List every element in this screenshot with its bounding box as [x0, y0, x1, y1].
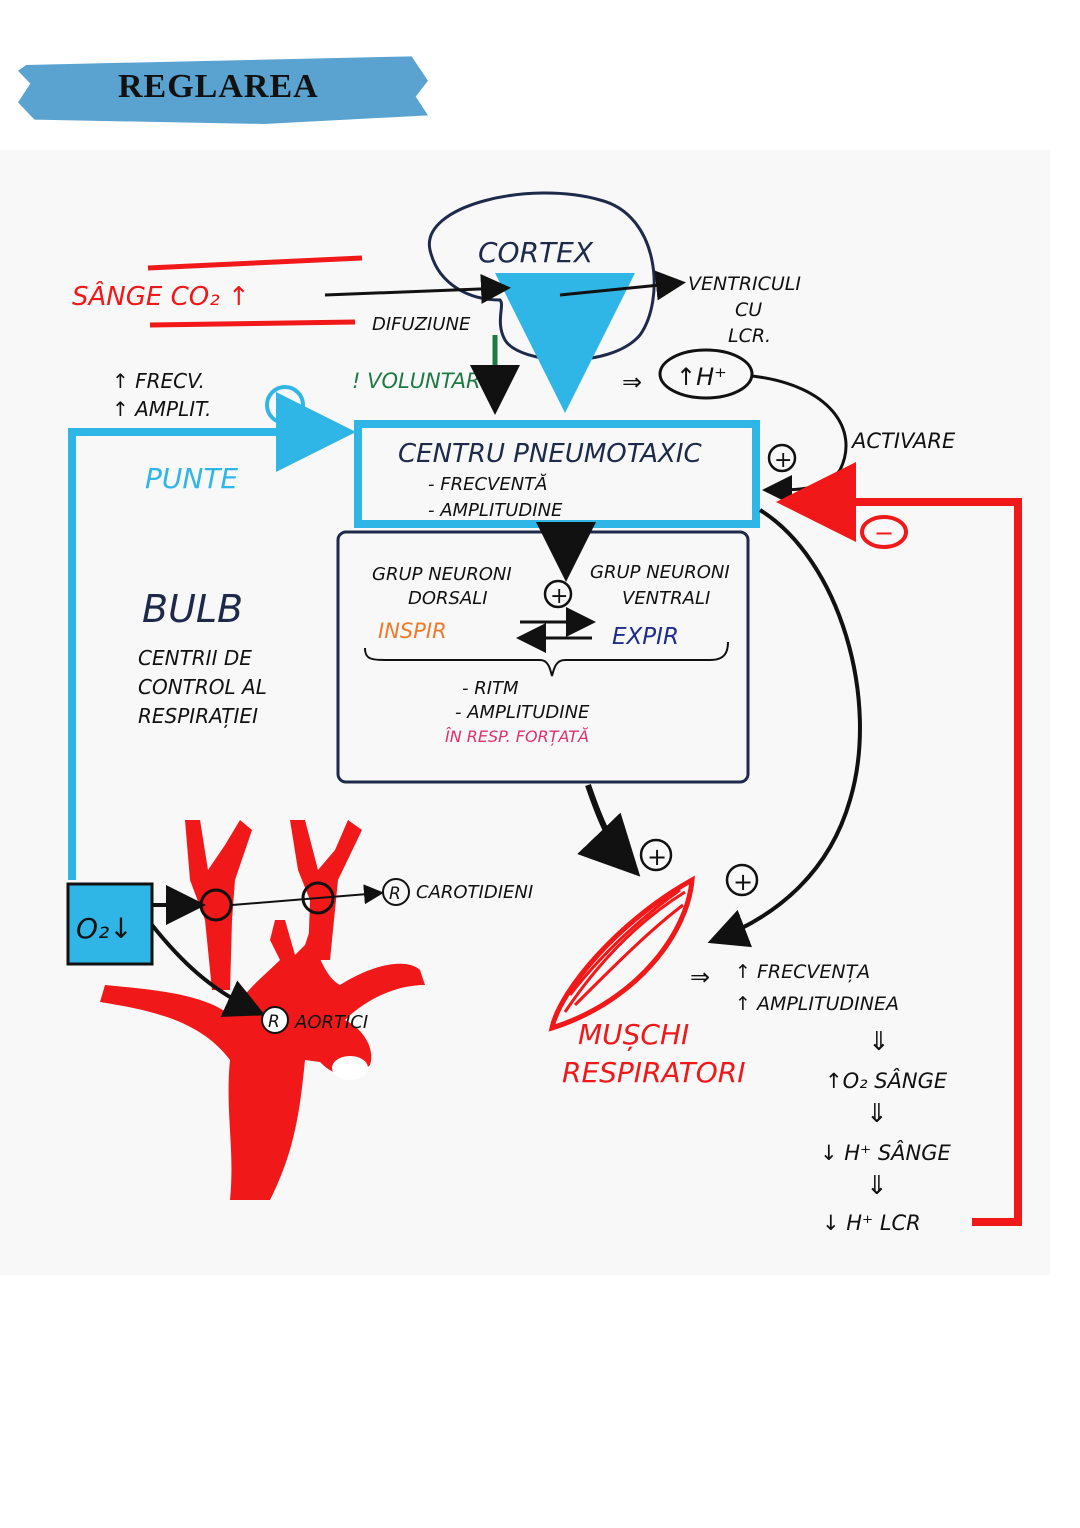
ventriculi-label-1: VENTRICULI	[688, 273, 801, 295]
plus-icon-muscle-2	[725, 863, 759, 897]
receptor-icon-aortic-text: R	[268, 1012, 280, 1032]
out-arrow-symbol: ⇒	[690, 963, 710, 991]
resp-fortata-label: ÎN RESP. FORȚATĂ	[445, 727, 589, 746]
sange-co2-label: SÂNGE CO₂ ↑	[72, 280, 250, 312]
grup-dorsal-label-1: GRUP NEURONI	[372, 564, 512, 585]
respiratory-muscle-icon	[548, 875, 695, 1032]
brace	[364, 641, 729, 677]
grup-ventral-label-1: GRUP NEURONI	[590, 562, 730, 583]
frecventa-label: - FRECVENTĂ	[428, 473, 547, 495]
bulb-label: BULB	[142, 587, 243, 631]
aorta-vessel	[100, 920, 425, 1200]
activation-arrow	[751, 374, 848, 505]
activare-label: ACTIVARE	[850, 429, 956, 453]
o2-sange-label: ↑O₂ SÂNGE	[825, 1068, 948, 1093]
receptor-icon-aortic	[261, 1006, 289, 1034]
h-lcr-label: ↓ H⁺ LCR	[822, 1211, 921, 1235]
plus-icon-blue-text: +	[274, 389, 297, 422]
carotid-right	[290, 820, 362, 960]
title-brush-stroke	[18, 56, 428, 124]
minus-icon-text: −	[874, 519, 894, 547]
h-plus-label: ↑H⁺	[676, 363, 727, 391]
ventriculi-label-2: CU	[735, 299, 762, 321]
o2-box	[66, 882, 154, 966]
muschi-label-2: RESPIRATORI	[562, 1056, 746, 1089]
plus-icon-activare-text: +	[774, 448, 792, 473]
amplitudine-label: - AMPLITUDINE	[428, 500, 563, 521]
muscle-fibers	[563, 888, 686, 1013]
title-band	[18, 52, 428, 124]
ritm-label: - RITM	[462, 678, 519, 699]
plus-icon-medulla-text: +	[550, 584, 568, 609]
pons-to-muscle-arrow	[707, 508, 862, 948]
aortici-label: AORTICI	[294, 1012, 368, 1033]
cortex-label: CORTEX	[478, 236, 594, 269]
h-sange-label: ↓ H⁺ SÂNGE	[820, 1140, 951, 1165]
page-title: REGLAREA	[118, 68, 319, 105]
centrii-label-3: RESPIRAȚIEI	[138, 704, 258, 728]
inspir-label: INSPIR	[378, 619, 447, 643]
grup-dorsal-label-2: DORSALI	[408, 588, 488, 609]
diffusion-arrow	[324, 273, 511, 304]
expir-label: EXPIR	[612, 624, 679, 650]
out-amplitudinea-label: ↑ AMPLITUDINEA	[735, 993, 899, 1015]
muschi-label-1: MUȘCHI	[578, 1018, 689, 1051]
ventricle-arrow	[559, 270, 686, 301]
blue-feedback-loop	[68, 392, 356, 880]
medulla-to-muscle-arrow	[577, 784, 641, 877]
receptor-icon-carotid	[382, 878, 410, 906]
ventriculi-label-3: LCR.	[728, 325, 771, 347]
red-line-top	[147, 255, 363, 271]
centrii-label-2: CONTROL AL	[138, 675, 267, 699]
grup-ventral-label-2: VENTRALI	[622, 588, 710, 609]
minus-icon	[860, 515, 908, 549]
red-line-bottom	[149, 319, 356, 328]
voluntar-label: ! VOLUNTAR	[352, 369, 481, 393]
red-negative-feedback-loop	[776, 462, 1022, 1226]
o2-label: O₂↓	[76, 912, 133, 945]
frecv-label: ↑ FRECV.	[112, 369, 205, 393]
double-arrow-2: ⇓	[866, 1099, 888, 1129]
double-arrow-3: ⇓	[866, 1171, 888, 1201]
receptor-icon-carotid-text: R	[389, 884, 401, 904]
amplitudine2-label: - AMPLITUDINE	[455, 702, 590, 723]
carotid-to-label-arrow	[231, 884, 384, 906]
difuziune-label: DIFUZIUNE	[372, 314, 471, 335]
h-plus-ellipse	[658, 348, 754, 400]
aorta-opening	[332, 1056, 368, 1080]
carotid-body-right	[301, 881, 335, 915]
plus-icon-muscle-text: +	[647, 843, 667, 871]
plus-icon-muscle-2-text: +	[733, 868, 753, 896]
carotidieni-label: CAROTIDIENI	[416, 882, 533, 903]
centru-label: CENTRU PNEUMOTAXIC	[398, 439, 703, 469]
plus-icon-medulla	[543, 579, 573, 609]
punte-label: PUNTE	[145, 462, 238, 495]
plus-icon-muscle	[639, 838, 673, 872]
o2-to-aortic-arrow	[150, 923, 266, 1017]
amplit-label: ↑ AMPLIT.	[112, 397, 211, 421]
out-frecventa-label: ↑ FRECVENȚA	[735, 961, 870, 983]
double-arrow-1: ⇓	[868, 1027, 890, 1057]
carotid-body-left	[199, 888, 233, 922]
h-arrow-symbol: ⇒	[622, 368, 642, 396]
centrii-label-1: CENTRII DE	[138, 646, 252, 670]
